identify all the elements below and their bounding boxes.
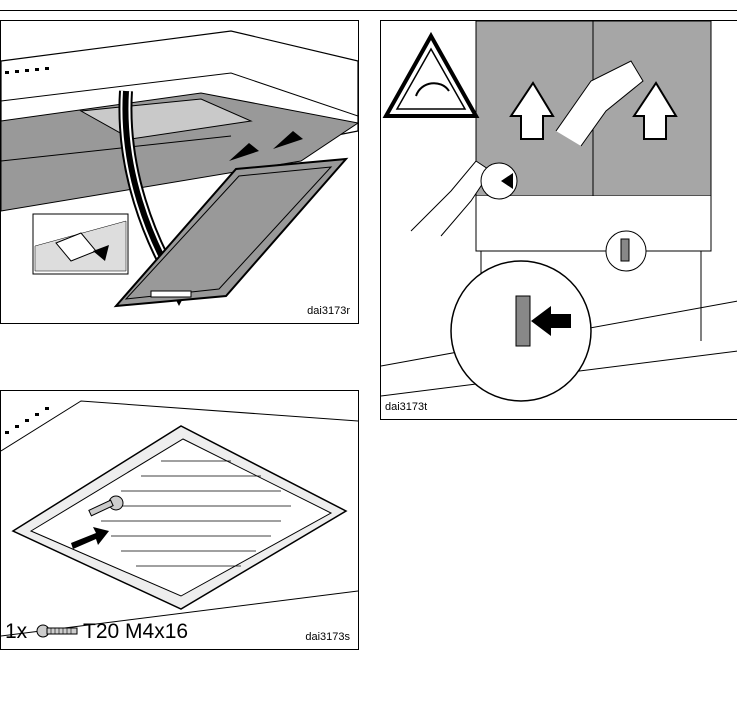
figure-filter-fixing: 1x T20 M4x16 dai3173s <box>0 390 359 650</box>
figure-code-s: dai3173s <box>305 631 350 643</box>
figure-filter-removal: dai3173r <box>0 20 359 324</box>
control-dots <box>5 407 49 434</box>
figure-panel-removal: dai3173t <box>380 20 737 420</box>
panel-removal-illustration <box>381 21 737 419</box>
page-top-rule <box>0 10 737 11</box>
figure-code-t: dai3173t <box>385 401 427 413</box>
screw-spec: T20 M4x16 <box>83 620 188 644</box>
screw-quantity: 1x <box>5 620 27 644</box>
hand-crush-warning-icon <box>386 36 476 116</box>
figure-code-r: dai3173r <box>307 305 350 317</box>
filter-removal-illustration <box>1 21 358 323</box>
filter-fixing-illustration <box>1 391 358 649</box>
